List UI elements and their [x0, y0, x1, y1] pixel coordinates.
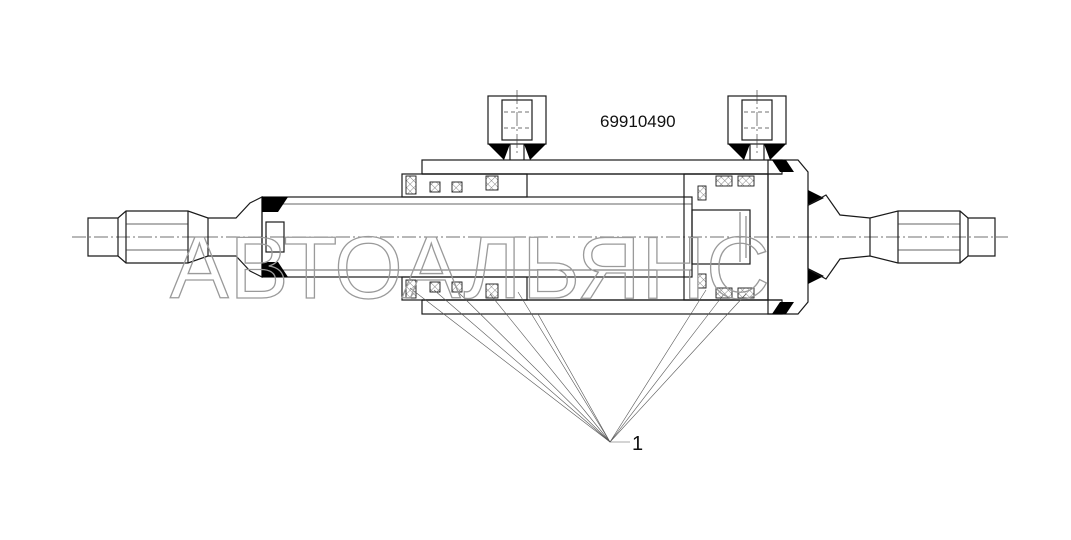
right-rod-end: [807, 194, 996, 280]
hydraulic-port-left: [487, 90, 547, 160]
watermark: АВТОАЛЬЯНС: [170, 218, 771, 317]
left-rod-end: [87, 196, 263, 278]
end-cap: [767, 159, 824, 315]
part-number-label: 69910490: [600, 112, 676, 131]
hydraulic-port-right: [727, 90, 787, 160]
callout-label: 1: [632, 433, 643, 455]
callout-leaders: [409, 287, 747, 443]
